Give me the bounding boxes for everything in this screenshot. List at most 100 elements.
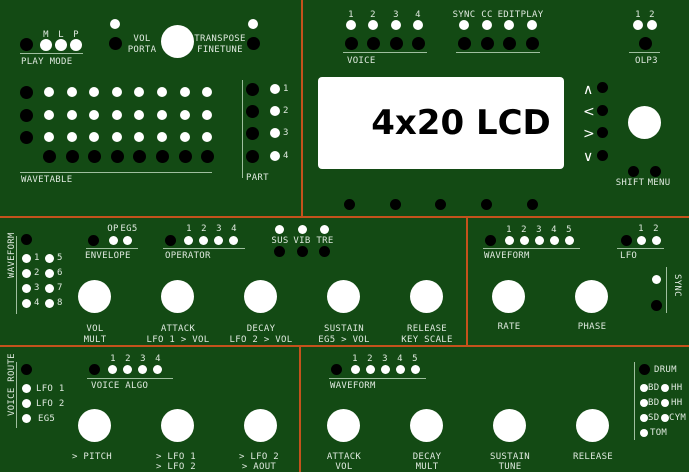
sync-button[interactable]: [651, 300, 662, 311]
voice-button-2[interactable]: [367, 37, 380, 50]
algo-label-3: 3: [140, 354, 146, 364]
operator-title: OPERATOR: [165, 251, 211, 261]
eg5-decay-knob[interactable]: [410, 409, 443, 442]
decay-knob[interactable]: [244, 280, 277, 313]
wavetable-column-button-8[interactable]: [201, 150, 214, 163]
play-mode-label-m: M: [43, 30, 49, 40]
lfo-label-1: 1: [638, 224, 644, 234]
envelope-button[interactable]: [88, 235, 99, 246]
encoder-knob[interactable]: [628, 106, 661, 139]
mode-button-sync[interactable]: [458, 37, 471, 50]
wavetable-column-button-6[interactable]: [156, 150, 169, 163]
lfo-select-button[interactable]: [621, 235, 632, 246]
release-knob[interactable]: [410, 280, 443, 313]
algo-rule: [87, 378, 173, 379]
wavetable-column-button-2[interactable]: [66, 150, 79, 163]
eg5-attack-knob[interactable]: [327, 409, 360, 442]
vol-mult-knob[interactable]: [78, 280, 111, 313]
lfo-rule: [617, 248, 664, 249]
wavetable-column-button-3[interactable]: [88, 150, 101, 163]
mode-button-play[interactable]: [526, 37, 539, 50]
vol-mult-label-1: VOL: [86, 324, 104, 334]
olp3-button[interactable]: [639, 37, 652, 50]
wavetable-column-button-7[interactable]: [179, 150, 192, 163]
menu-label: MENU: [647, 178, 671, 188]
rate-knob[interactable]: [492, 280, 525, 313]
eg5-waveform-button[interactable]: [331, 364, 342, 375]
shift-button[interactable]: [628, 166, 639, 177]
mode-button-edit[interactable]: [503, 37, 516, 50]
voice-route-rule: [16, 362, 17, 428]
operator-button[interactable]: [165, 235, 176, 246]
sustain-knob[interactable]: [327, 280, 360, 313]
aout-knob[interactable]: [244, 409, 277, 442]
play-mode-led-p: [70, 39, 82, 51]
wavetable-led: [44, 87, 54, 97]
transpose-button[interactable]: [247, 37, 260, 50]
voice-route-button[interactable]: [21, 364, 32, 375]
wavetable-column-button-4[interactable]: [111, 150, 124, 163]
nav-down-button[interactable]: [597, 150, 608, 161]
drum-label-sd: SD: [648, 413, 660, 423]
lcd-soft-button-5[interactable]: [527, 199, 538, 210]
voice-button-1[interactable]: [345, 37, 358, 50]
nav-up-button[interactable]: [597, 82, 608, 93]
part-button-2[interactable]: [246, 105, 259, 118]
drum-led-hh2: [661, 399, 669, 407]
part-button-4[interactable]: [246, 150, 259, 163]
wavetable-row-button-2[interactable]: [20, 109, 33, 122]
route-led-lfo1: [22, 384, 31, 393]
play-mode-button[interactable]: [20, 38, 33, 51]
op-waveform-button[interactable]: [21, 234, 32, 245]
voice-button-3[interactable]: [390, 37, 403, 50]
drum-label-cym: CYM: [669, 413, 687, 423]
algo-label-2: 2: [125, 354, 131, 364]
envelope-label-eg5: EG5: [120, 224, 138, 234]
lcd-text: 4x20 LCD: [371, 103, 551, 143]
wavetable-led: [89, 110, 99, 120]
master-knob[interactable]: [161, 25, 194, 58]
lfo-title: LFO: [620, 251, 638, 261]
lfo-waveform-led-2: [520, 236, 529, 245]
route-led-lfo2: [22, 399, 31, 408]
algo-label-1: 1: [110, 354, 116, 364]
wavetable-column-button-1[interactable]: [43, 150, 56, 163]
nav-right-button[interactable]: [597, 127, 608, 138]
drum-button[interactable]: [639, 364, 650, 375]
eg5-release-knob[interactable]: [576, 409, 609, 442]
wavetable-row-button-3[interactable]: [20, 131, 33, 144]
phase-knob[interactable]: [575, 280, 608, 313]
menu-button[interactable]: [650, 166, 661, 177]
lfo-waveform-button[interactable]: [485, 235, 496, 246]
wavetable-led: [44, 110, 54, 120]
attack-label-2: LFO 1 > VOL: [146, 335, 210, 345]
sus-button[interactable]: [274, 246, 285, 257]
tre-button[interactable]: [319, 246, 330, 257]
drum-led-hh1: [661, 384, 669, 392]
wavetable-column-button-5[interactable]: [133, 150, 146, 163]
lcd-soft-button-3[interactable]: [435, 199, 446, 210]
eg5-waveform-label-4: 4: [397, 354, 403, 364]
pitch-knob[interactable]: [78, 409, 111, 442]
part-button-3[interactable]: [246, 127, 259, 140]
mode-button-cc[interactable]: [481, 37, 494, 50]
lcd-soft-button-1[interactable]: [344, 199, 355, 210]
route-label-eg5: EG5: [38, 414, 56, 424]
part-button-1[interactable]: [246, 83, 259, 96]
vib-button[interactable]: [297, 246, 308, 257]
vol-porta-button[interactable]: [109, 37, 122, 50]
lcd-soft-button-2[interactable]: [390, 199, 401, 210]
algo-button[interactable]: [89, 364, 100, 375]
nav-left-button[interactable]: [597, 105, 608, 116]
eg5-sustain-knob[interactable]: [493, 409, 526, 442]
eg5-decay-label-2: MULT: [415, 462, 439, 472]
lfo-route-knob[interactable]: [161, 409, 194, 442]
lcd-soft-button-4[interactable]: [481, 199, 492, 210]
phase-label: PHASE: [577, 322, 607, 332]
wavetable-led: [202, 110, 212, 120]
wavetable-row-button-1[interactable]: [20, 86, 33, 99]
attack-knob[interactable]: [161, 280, 194, 313]
voice-button-4[interactable]: [412, 37, 425, 50]
olp3-title: OLP3: [635, 56, 658, 66]
envelope-title: ENVELOPE: [85, 251, 131, 261]
